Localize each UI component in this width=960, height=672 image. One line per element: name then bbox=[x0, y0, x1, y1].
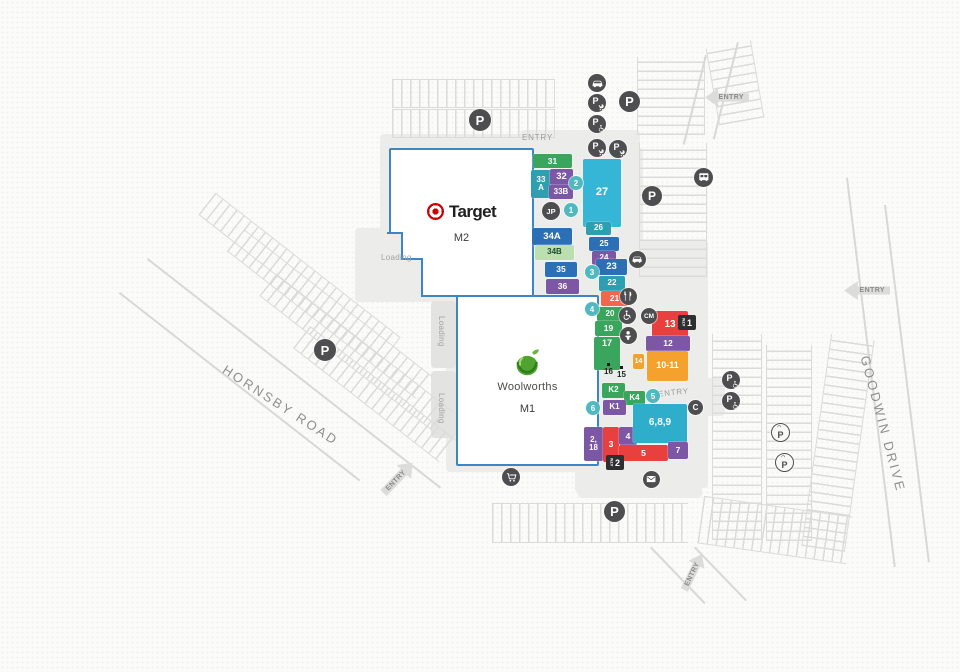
parking-rows bbox=[492, 503, 688, 543]
shop-20[interactable]: 20 bbox=[597, 307, 623, 321]
shop-12[interactable]: 12 bbox=[646, 336, 690, 351]
accessible-parking-icon: P bbox=[588, 115, 606, 133]
shop-33A[interactable]: 33 A bbox=[531, 170, 551, 198]
target-logo: Target bbox=[426, 201, 497, 222]
parking-icon: P bbox=[604, 501, 625, 522]
door-label-15: 15 bbox=[617, 366, 626, 379]
woolworths-level-label: M1 bbox=[519, 402, 536, 415]
kiosk-circle-6[interactable]: 6 bbox=[586, 401, 600, 415]
shop-26[interactable]: 26 bbox=[586, 222, 611, 235]
shop-14[interactable]: 14 bbox=[633, 354, 644, 369]
entry-label: ENTRY bbox=[522, 133, 553, 142]
target-store[interactable]: Target M2 bbox=[389, 148, 534, 297]
target-logo-text: Target bbox=[448, 201, 497, 221]
jp-badge: JP bbox=[542, 202, 560, 220]
accessible-parking-icon: P bbox=[722, 392, 740, 410]
baby-change-icon bbox=[620, 327, 637, 344]
loading-bay bbox=[431, 301, 456, 368]
kiosk-circle-1[interactable]: 1 bbox=[564, 203, 578, 217]
target-loading-notch bbox=[401, 258, 423, 297]
target-level-label: M2 bbox=[453, 231, 470, 244]
woolworths-logo-text: Woolworths bbox=[497, 380, 558, 393]
shop-34A[interactable]: 34A bbox=[532, 228, 572, 245]
entry-arrow-label: ENTRY bbox=[683, 561, 701, 588]
entry-arrow-label: ENTRY bbox=[718, 94, 744, 101]
entry-arrow-label: ENTRY bbox=[384, 468, 408, 492]
atm-vertical-text: ATM bbox=[608, 458, 614, 467]
shop-K2[interactable]: K2 bbox=[602, 383, 625, 398]
kiosk-circle-4[interactable]: 4 bbox=[585, 302, 599, 316]
woolworths-store[interactable]: Woolworths M1 bbox=[456, 295, 599, 466]
covered-parking-icon: P bbox=[771, 423, 790, 442]
shop-19[interactable]: 19 bbox=[595, 321, 622, 336]
walkway bbox=[355, 228, 391, 302]
accessible-parking-icon: P bbox=[722, 371, 740, 389]
atm-number: 1 bbox=[686, 317, 692, 328]
trolley-bay-icon bbox=[502, 468, 520, 486]
shop-10-11[interactable]: 10-11 bbox=[647, 351, 688, 381]
entry-arrow: ENTRY bbox=[844, 281, 890, 300]
shop-2-18[interactable]: 2, 18 bbox=[584, 427, 603, 461]
loading-label: Loading bbox=[381, 253, 412, 262]
c-badge: C bbox=[688, 400, 703, 415]
parent-parking-icon: P bbox=[588, 94, 606, 112]
kiosk-circle-5[interactable]: 5 bbox=[646, 389, 660, 403]
centre-management-badge: CM bbox=[641, 308, 657, 324]
shop-4[interactable]: 4 bbox=[619, 427, 637, 445]
car-icon bbox=[588, 74, 606, 92]
covered-parking-icon: P bbox=[775, 453, 794, 472]
shop-22[interactable]: 22 bbox=[599, 276, 625, 291]
shop-6-8-9[interactable]: 6,8,9 bbox=[633, 404, 687, 443]
shop-25[interactable]: 25 bbox=[589, 237, 619, 251]
road-edge bbox=[694, 546, 747, 602]
target-bullseye-icon bbox=[426, 203, 444, 220]
woolworths-logo-icon bbox=[516, 348, 539, 375]
shop-7[interactable]: 7 bbox=[668, 442, 688, 459]
shop-3[interactable]: 3 bbox=[603, 427, 619, 462]
shop-33B[interactable]: 33B bbox=[549, 185, 573, 199]
shop-32[interactable]: 32 bbox=[550, 169, 573, 185]
parent-parking-icon: P bbox=[609, 140, 627, 158]
shop-23[interactable]: 23 bbox=[596, 259, 627, 275]
entry-arrow: ENTRY bbox=[376, 456, 420, 500]
entry-arrow-label: ENTRY bbox=[859, 287, 885, 294]
shop-35[interactable]: 35 bbox=[545, 262, 577, 277]
shop-5[interactable]: 5 bbox=[619, 445, 668, 461]
kiosk-circle-2[interactable]: 2 bbox=[569, 176, 583, 190]
atm-number: 2 bbox=[614, 457, 620, 468]
shop-31[interactable]: 31 bbox=[533, 154, 572, 168]
atm-vertical-text: ATM bbox=[680, 318, 686, 327]
loading-label: Loading bbox=[437, 393, 446, 424]
parking-icon: P bbox=[314, 339, 336, 361]
post-box-icon bbox=[643, 471, 660, 488]
road-edge bbox=[650, 546, 706, 605]
loading-label: Loading bbox=[437, 316, 446, 347]
shop-27[interactable]: 27 bbox=[583, 159, 621, 227]
shop-34B[interactable]: 34B bbox=[535, 245, 574, 260]
parking-icon: P bbox=[619, 91, 640, 112]
bus-stop-icon bbox=[694, 168, 713, 187]
shop-K4[interactable]: K4 bbox=[624, 391, 645, 405]
parking-icon: P bbox=[469, 109, 491, 131]
road-edge bbox=[884, 204, 930, 563]
parent-parking-icon: P bbox=[588, 139, 606, 157]
food-court-icon bbox=[620, 288, 637, 305]
shop-K1[interactable]: K1 bbox=[603, 400, 626, 415]
parking-rows bbox=[639, 143, 707, 277]
parking-icon: P bbox=[642, 186, 662, 206]
accessibility-icon bbox=[619, 307, 636, 324]
door-label-16: 16 bbox=[604, 363, 613, 376]
parking-rows bbox=[392, 79, 555, 108]
car-icon bbox=[629, 251, 646, 268]
kiosk-circle-3[interactable]: 3 bbox=[585, 265, 599, 279]
road-label-hornsby: HORNSBY ROAD bbox=[219, 362, 342, 449]
shop-36[interactable]: 36 bbox=[546, 279, 579, 294]
